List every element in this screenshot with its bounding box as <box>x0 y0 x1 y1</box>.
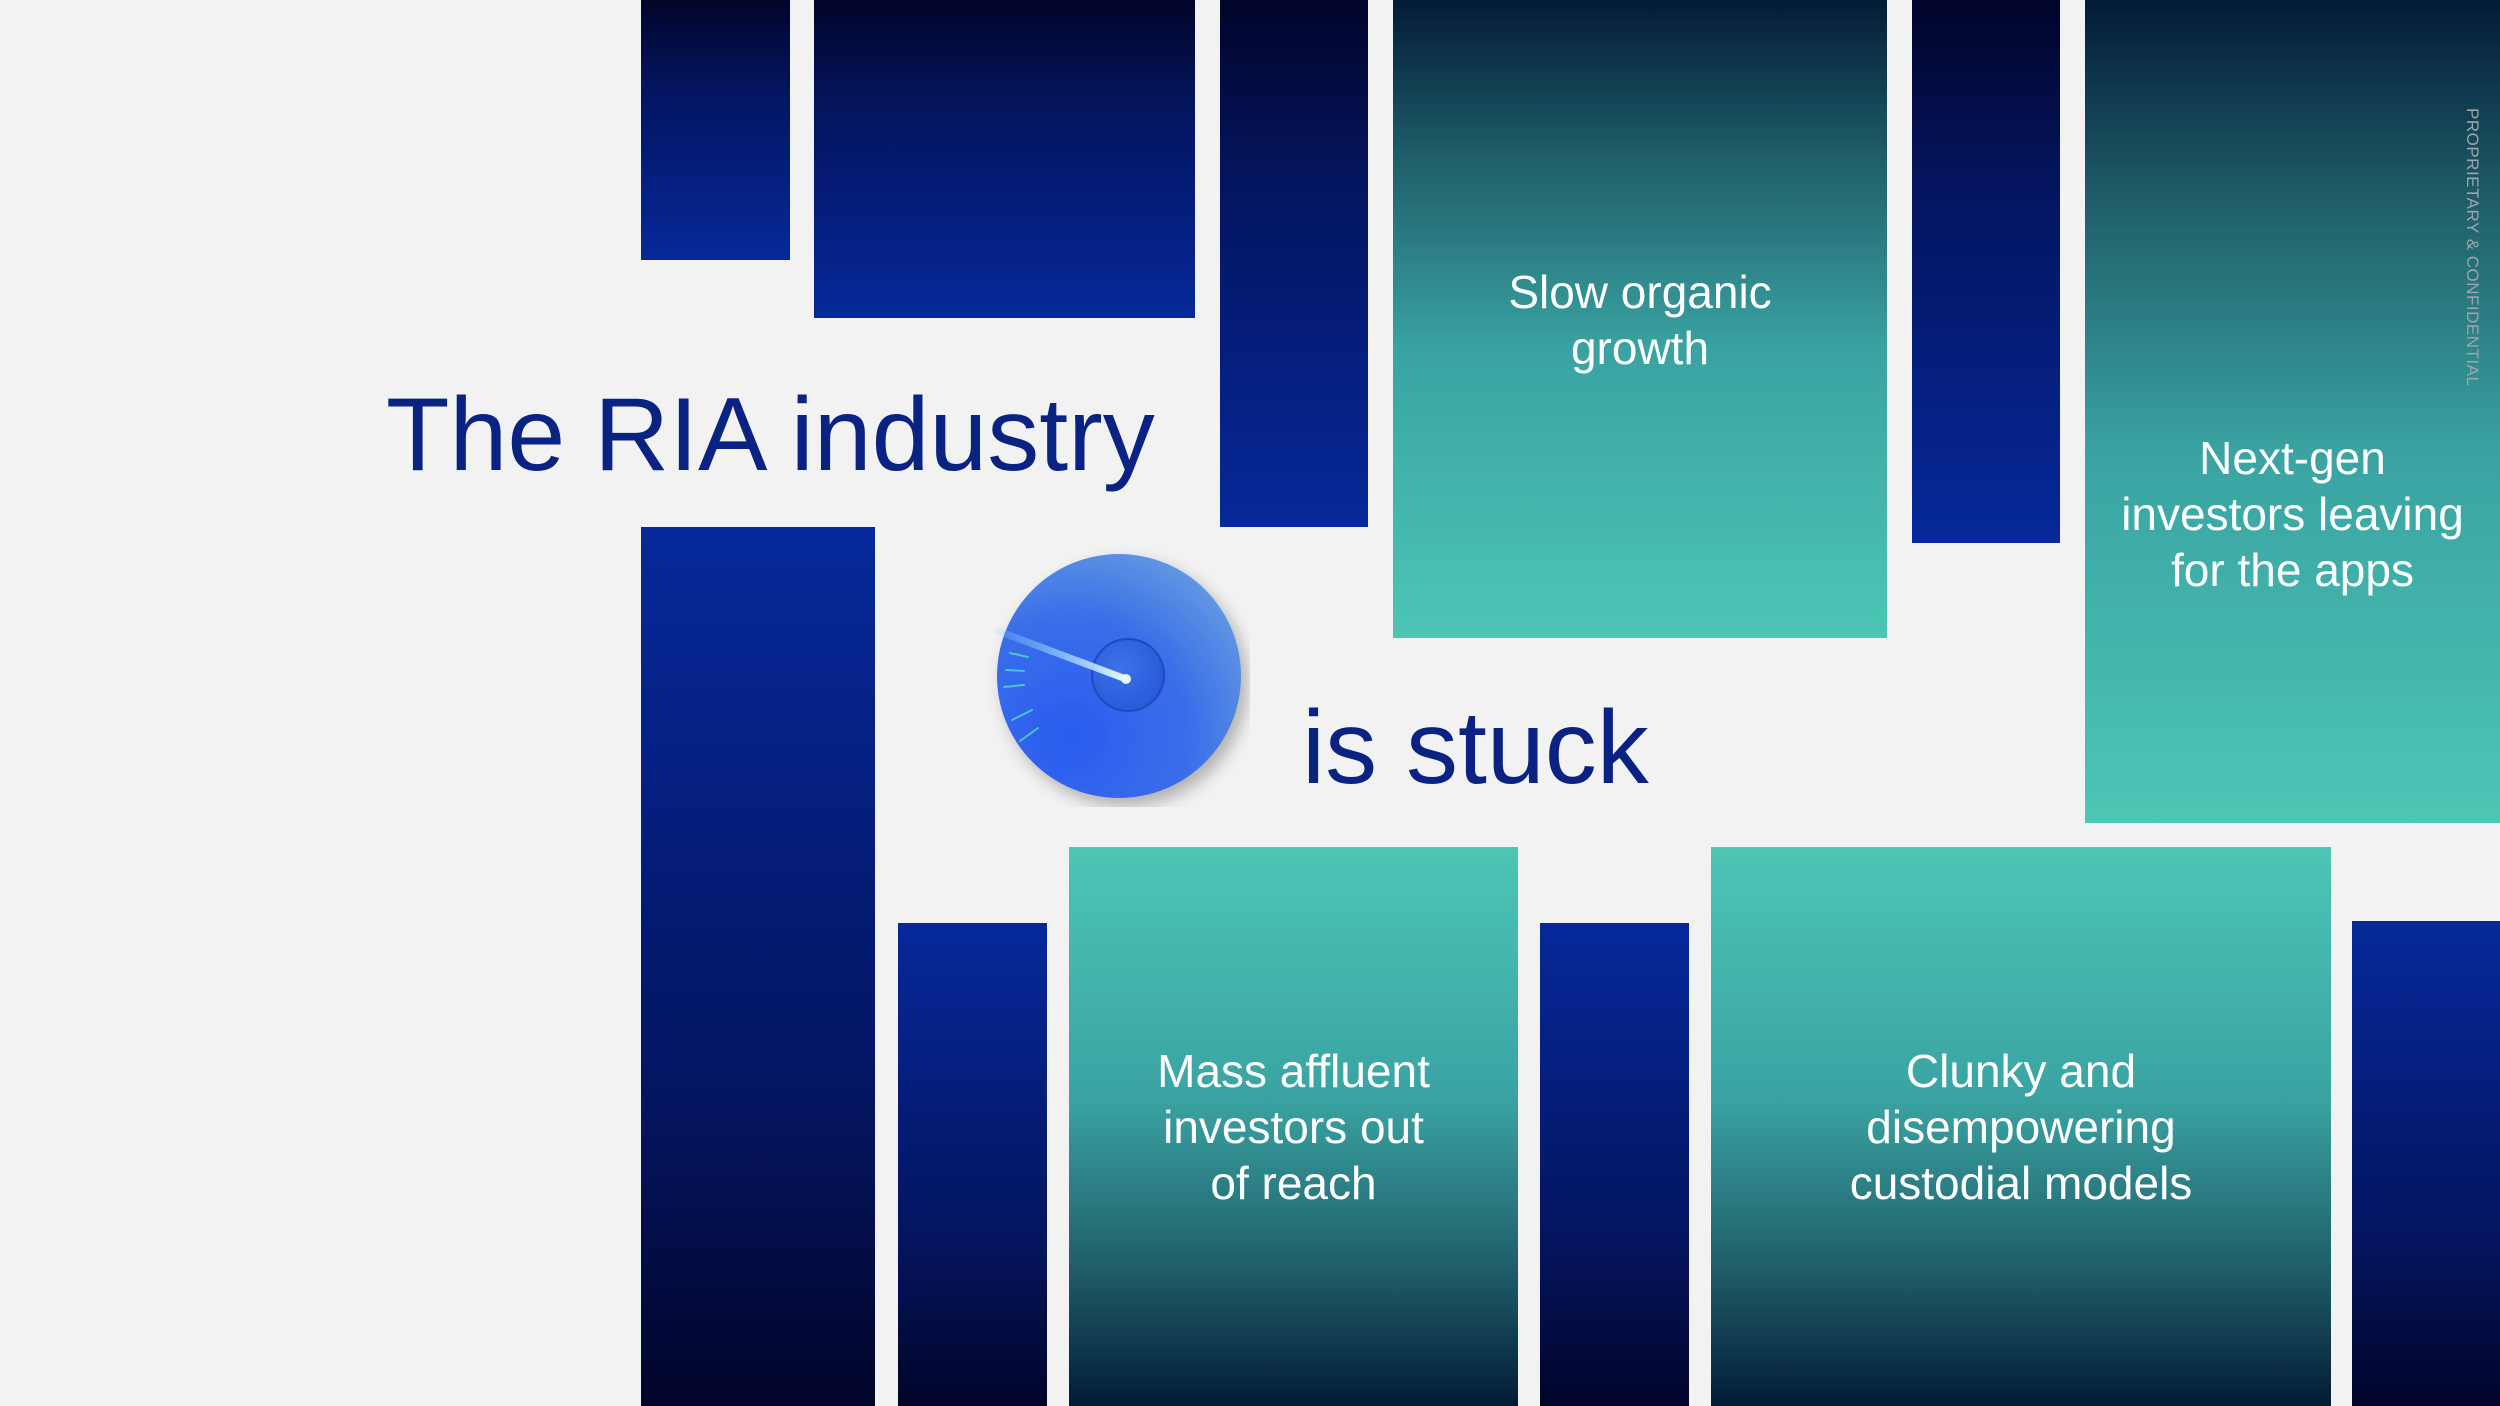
decor-bar-bottom-4 <box>2352 921 2500 1406</box>
decor-bar-bottom-2 <box>898 923 1047 1406</box>
problem-card-custodial-models: Clunky and disempowering custodial model… <box>1711 847 2331 1406</box>
problem-card-slow-growth: Slow organic growth <box>1393 0 1887 638</box>
decor-bar-top-2 <box>814 0 1195 318</box>
problem-card-label: Mass affluent investors out of reach <box>1157 1045 1430 1209</box>
decor-bar-top-4 <box>1912 0 2060 543</box>
speedometer-gauge-icon <box>988 545 1250 807</box>
headline-line-2: is stuck <box>1302 690 1649 806</box>
problem-card-mass-affluent: Mass affluent investors out of reach <box>1069 847 1518 1406</box>
headline-line-1: The RIA industry <box>386 377 1155 493</box>
problem-card-label: Next-gen investors leaving for the apps <box>2121 432 2464 596</box>
confidentiality-notice: PROPRIETARY & CONFIDENTIAL <box>2463 108 2482 387</box>
problem-card-label: Slow organic growth <box>1508 266 1772 374</box>
problem-card-label: Clunky and disempowering custodial model… <box>1849 1045 2193 1209</box>
problem-card-next-gen: Next-gen investors leaving for the apps <box>2085 0 2500 823</box>
decor-bar-top-1 <box>641 0 790 260</box>
decor-bar-top-3 <box>1220 0 1368 527</box>
decor-bar-bottom-3 <box>1540 923 1689 1406</box>
decor-bar-bottom-1 <box>641 527 875 1406</box>
